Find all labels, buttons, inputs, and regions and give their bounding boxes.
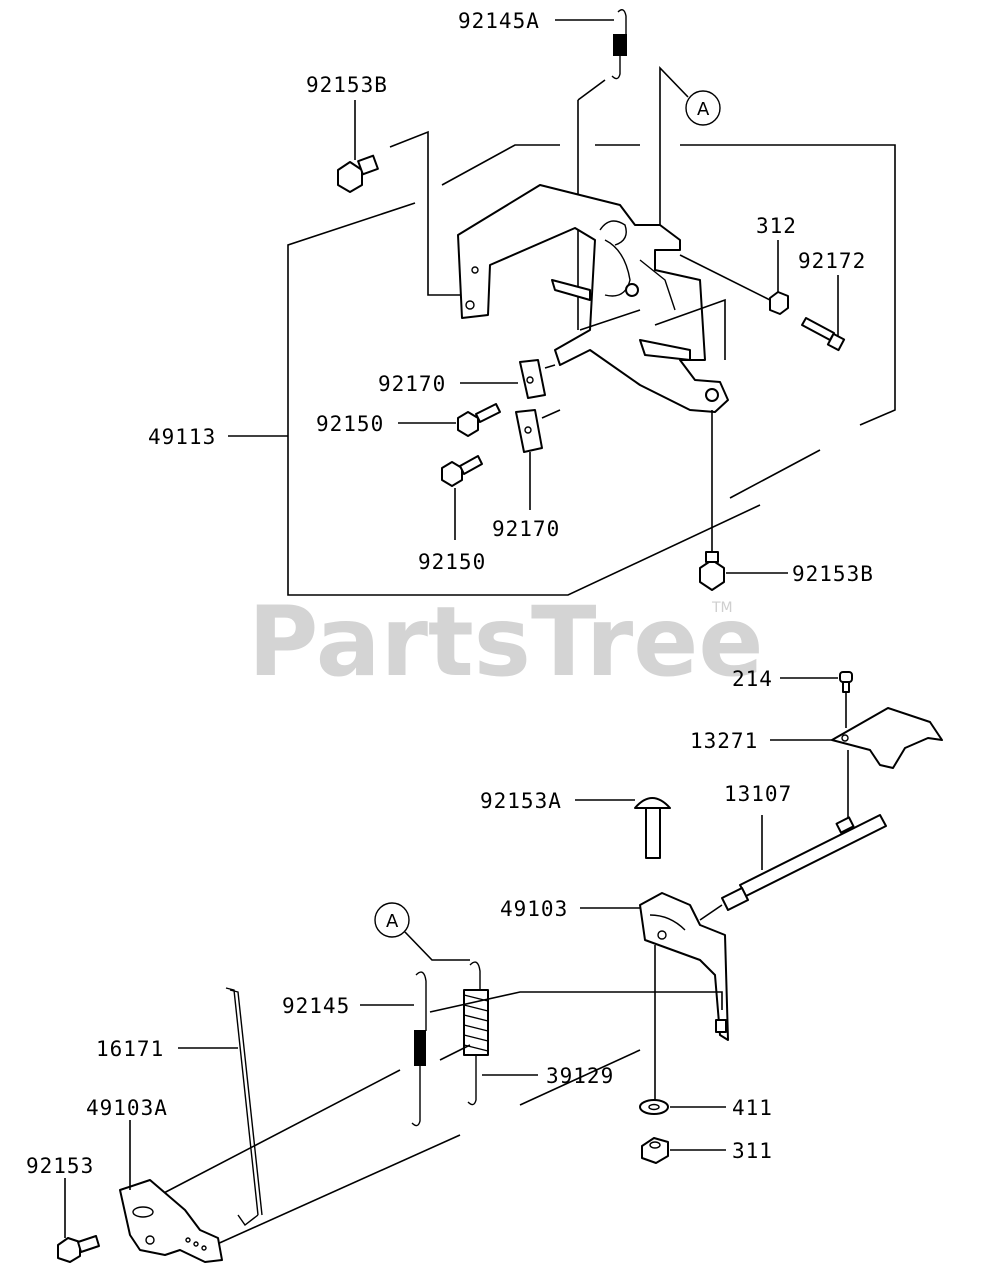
nut-312[interactable] [769, 291, 789, 315]
control-bracket[interactable] [457, 184, 729, 413]
callout-a-bottom: A [374, 902, 470, 961]
label-92153B-top: 92153B [306, 73, 388, 97]
label-92153A: 92153A [480, 789, 562, 813]
label-16171: 16171 [96, 1037, 164, 1061]
watermark-tm: TM [711, 600, 733, 616]
bolt-92153A[interactable] [634, 797, 671, 859]
label-92153B-bottom: 92153B [792, 562, 874, 586]
screw-92172[interactable] [801, 317, 846, 352]
watermark-text: PartsTree [248, 586, 763, 698]
spring-92145[interactable] [411, 971, 427, 1127]
label-92170-b: 92170 [492, 517, 560, 541]
label-49103: 49103 [500, 897, 568, 921]
label-92172: 92172 [798, 249, 866, 273]
spring-39129[interactable] [463, 961, 489, 1106]
label-92153: 92153 [26, 1154, 94, 1178]
label-92150-b: 92150 [418, 550, 486, 574]
bolt-92153[interactable] [57, 1235, 100, 1263]
label-49113: 49113 [148, 425, 216, 449]
label-214: 214 [732, 667, 773, 691]
rod-16171[interactable] [225, 987, 263, 1227]
label-92145: 92145 [282, 994, 350, 1018]
label-92170-a: 92170 [378, 372, 446, 396]
svg-text:A: A [386, 911, 399, 932]
nut-311[interactable] [641, 1137, 669, 1164]
label-311: 311 [732, 1139, 773, 1163]
clip-92170-b[interactable] [515, 409, 543, 453]
callout-a-top: A [659, 66, 721, 225]
label-49103A: 49103A [86, 1096, 168, 1120]
svg-text:A: A [697, 99, 710, 120]
washer-411[interactable] [639, 1099, 669, 1115]
label-92150-a: 92150 [316, 412, 384, 436]
bolt-92150-b[interactable] [441, 455, 483, 487]
shaft-13107[interactable] [721, 814, 887, 911]
label-13271: 13271 [690, 729, 758, 753]
label-13107: 13107 [724, 782, 792, 806]
bolt-92153B-bottom[interactable] [699, 551, 725, 591]
label-92145A: 92145A [458, 9, 540, 33]
spring-92145A[interactable] [611, 9, 627, 80]
assembly-box-49113 [287, 144, 896, 596]
label-39129: 39129 [546, 1064, 614, 1088]
bolt-92150-a[interactable] [457, 403, 501, 437]
clip-92170-a[interactable] [519, 359, 546, 399]
label-312: 312 [756, 214, 797, 238]
plate-13271[interactable] [831, 707, 943, 769]
bolt-92153B-top[interactable] [337, 154, 379, 193]
label-411: 411 [732, 1096, 773, 1120]
screw-214[interactable] [839, 671, 853, 693]
lever-49103A[interactable] [119, 1179, 223, 1263]
lever-49103[interactable] [639, 892, 729, 1041]
